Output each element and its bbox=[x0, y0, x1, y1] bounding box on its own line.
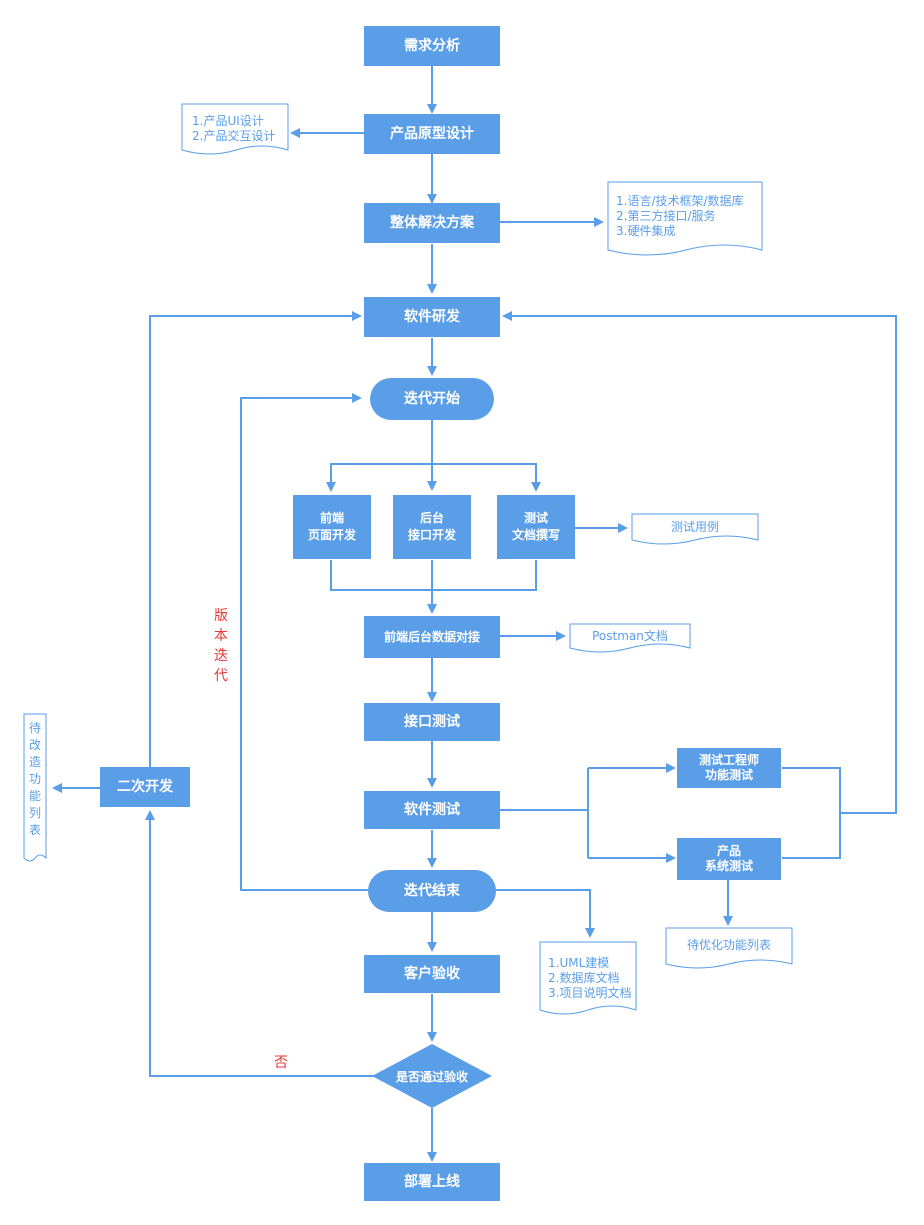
pass-decision-label: 是否通过验收 bbox=[395, 1069, 468, 1084]
iteration-docs: 1.UML建模 2.数据库文档 3.项目说明文档 bbox=[548, 956, 632, 1000]
api-testing-node: 接口测试 bbox=[364, 703, 500, 741]
product-system-test-label: 产品 系统测试 bbox=[704, 844, 753, 873]
iteration-start-node: 迭代开始 bbox=[370, 378, 494, 420]
iteration-end-node: 迭代结束 bbox=[368, 870, 496, 912]
optimize-doc-shape bbox=[665, 927, 793, 969]
decision-diamond-shape bbox=[372, 1044, 492, 1108]
test-docs-label: 测试 文档撰写 bbox=[511, 511, 560, 542]
iteration-end-label: 迭代结束 bbox=[404, 883, 460, 899]
prototype-design-node: 产品原型设计 bbox=[364, 114, 500, 154]
solution-doc-shape bbox=[607, 181, 763, 256]
rework-doc: 待改造功能列表 bbox=[28, 721, 41, 837]
api-testing-label: 接口测试 bbox=[404, 714, 460, 730]
frontend-dev-label: 前端 页面开发 bbox=[307, 511, 356, 542]
software-testing-node: 软件测试 bbox=[364, 791, 500, 829]
product-system-test-node: 产品 系统测试 bbox=[677, 838, 781, 880]
test-engineer-label: 测试工程师 功能测试 bbox=[698, 753, 759, 782]
optimize-doc: 待优化功能列表 bbox=[686, 938, 771, 952]
postman-doc: Postman文档 bbox=[592, 629, 668, 643]
test-engineer-node: 测试工程师 功能测试 bbox=[677, 748, 781, 788]
data-integration-node: 前端后台数据对接 bbox=[364, 616, 500, 658]
secondary-dev-label: 二次开发 bbox=[117, 779, 173, 795]
software-development-label: 软件研发 bbox=[404, 309, 460, 325]
prototype-design-label: 产品原型设计 bbox=[390, 126, 474, 142]
backend-dev-node: 后台 接口开发 bbox=[393, 495, 471, 559]
secondary-dev-node: 二次开发 bbox=[100, 767, 190, 807]
deploy-label: 部署上线 bbox=[404, 1174, 460, 1190]
test-cases-doc: 测试用例 bbox=[670, 520, 719, 534]
frontend-dev-node: 前端 页面开发 bbox=[293, 495, 371, 559]
version-iteration-label: 版本迭代 bbox=[214, 608, 228, 684]
iteration-docs-shape bbox=[539, 941, 637, 1015]
software-testing-label: 软件测试 bbox=[404, 802, 460, 818]
prototype-doc: 1.产品UI设计 2.产品交互设计 bbox=[192, 114, 276, 143]
overall-solution-label: 整体解决方案 bbox=[390, 215, 474, 231]
customer-acceptance-node: 客户验收 bbox=[364, 955, 500, 993]
test-docs-node: 测试 文档撰写 bbox=[497, 495, 575, 559]
iteration-start-label: 迭代开始 bbox=[404, 391, 460, 407]
requirement-analysis-label: 需求分析 bbox=[404, 38, 460, 54]
no-label: 否 bbox=[274, 1055, 288, 1071]
test-cases-doc-shape bbox=[631, 513, 759, 545]
postman-doc-shape bbox=[569, 623, 691, 653]
deploy-node: 部署上线 bbox=[364, 1163, 500, 1201]
solution-doc: 1.语言/技术框架/数据库 2.第三方接口/服务 3.硬件集成 bbox=[616, 194, 744, 238]
prototype-doc-shape bbox=[181, 103, 289, 155]
customer-acceptance-label: 客户验收 bbox=[404, 966, 460, 982]
requirement-analysis-node: 需求分析 bbox=[364, 26, 500, 66]
data-integration-label: 前端后台数据对接 bbox=[383, 629, 480, 644]
software-development-node: 软件研发 bbox=[364, 297, 500, 337]
backend-dev-label: 后台 接口开发 bbox=[407, 511, 456, 542]
overall-solution-node: 整体解决方案 bbox=[364, 203, 500, 243]
rework-doc-shape bbox=[23, 713, 47, 862]
